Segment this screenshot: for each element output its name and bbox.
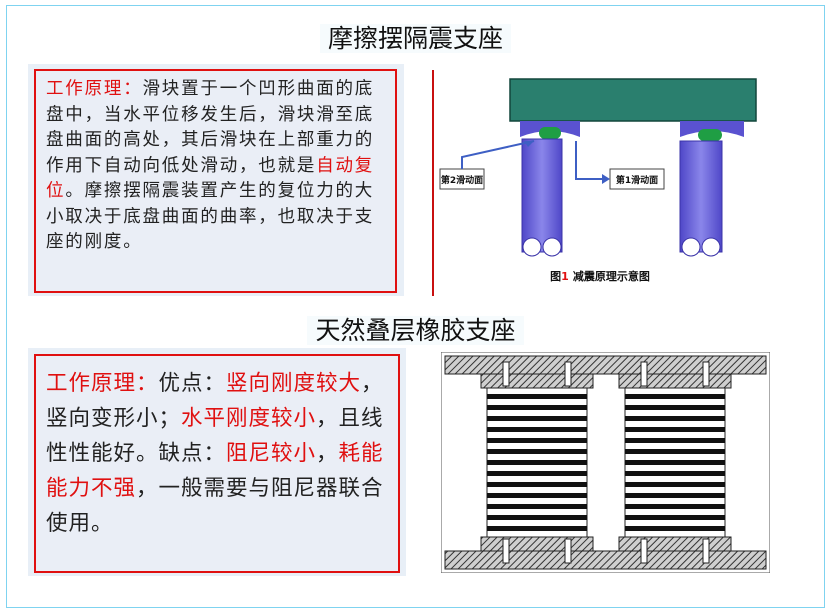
- left-column-notch: [542, 237, 562, 257]
- con-energy: 耗能能力不强: [46, 441, 384, 501]
- pro-horizontal-stiffness: 水平刚度较小: [181, 406, 317, 431]
- left-rubber-stack: [486, 387, 588, 538]
- pros-label: 优点：: [158, 371, 227, 396]
- arrow-left: [461, 140, 535, 169]
- right-column-notch: [701, 237, 721, 257]
- principle-text-b: 。摩擦摆隔震装置产生的复位力的大小取决于底盘曲面的曲率，也取决于支座的刚度。: [46, 181, 375, 252]
- principle-text-a: 滑块置于一个凹形曲面的底盘中，当水平位移发生后，滑块滑至底盘曲面的高处，其后滑块…: [46, 79, 375, 176]
- principle-label-2: 工作原理：: [46, 371, 159, 396]
- arrow-right: [575, 141, 606, 180]
- label-left: 第2滑动面: [441, 174, 483, 186]
- divider-line: [432, 70, 434, 296]
- left-bottom-flange: [480, 536, 594, 552]
- top-beam: [509, 78, 757, 122]
- section2-paragraph: 工作原理：优点：竖向刚度较大，竖向变形小；水平刚度较小，且线性性能好。缺点：阻尼…: [46, 366, 388, 541]
- right-column: [679, 140, 723, 253]
- con-damping: 阻尼较小: [226, 441, 317, 466]
- arrow-left-head: [524, 141, 534, 147]
- section1-paragraph: 工作原理：滑块置于一个凹形曲面的底盘中，当水平位移发生后，滑块滑至底盘曲面的高处…: [46, 77, 387, 256]
- right-bottom-flange: [618, 536, 732, 552]
- auto-reset-highlight: 自动复位: [46, 155, 375, 202]
- section2-text-box: 工作原理：优点：竖向刚度较大，竖向变形小；水平刚度较小，且线性性能好。缺点：阻尼…: [34, 354, 400, 573]
- section1-text-box: 工作原理：滑块置于一个凹形曲面的底盘中，当水平位移发生后，滑块滑至底盘曲面的高处…: [34, 69, 397, 293]
- left-slider: [539, 127, 561, 139]
- text-sep2: ，且线性性能好。缺点：: [46, 406, 384, 466]
- right-column-notch: [681, 237, 701, 257]
- left-top-flange: [480, 373, 594, 389]
- right-slider: [698, 129, 722, 141]
- text-sep4: ，一般需要与阻尼器联合使用。: [46, 476, 384, 536]
- anchor-bolts: [502, 361, 710, 564]
- laminated-rubber-bearing-diagram: [441, 352, 770, 573]
- arrow-right-head: [602, 174, 610, 184]
- pro-vertical-stiffness: 竖向刚度较大: [226, 371, 362, 396]
- principle-label: 工作原理：: [46, 79, 143, 99]
- left-column-notch: [522, 237, 542, 257]
- top-plate: [444, 355, 767, 375]
- section2-title: 天然叠层橡胶支座: [0, 311, 831, 347]
- right-rubber-stack: [624, 387, 726, 538]
- text-sep3: ，: [316, 441, 339, 466]
- left-column: [521, 138, 563, 253]
- label-right: 第1滑动面: [616, 174, 658, 186]
- bottom-plate: [444, 550, 767, 570]
- section1-title: 摩擦摆隔震支座: [0, 19, 831, 55]
- text-sep1: ，竖向变形小；: [46, 371, 384, 431]
- right-top-flange: [618, 373, 732, 389]
